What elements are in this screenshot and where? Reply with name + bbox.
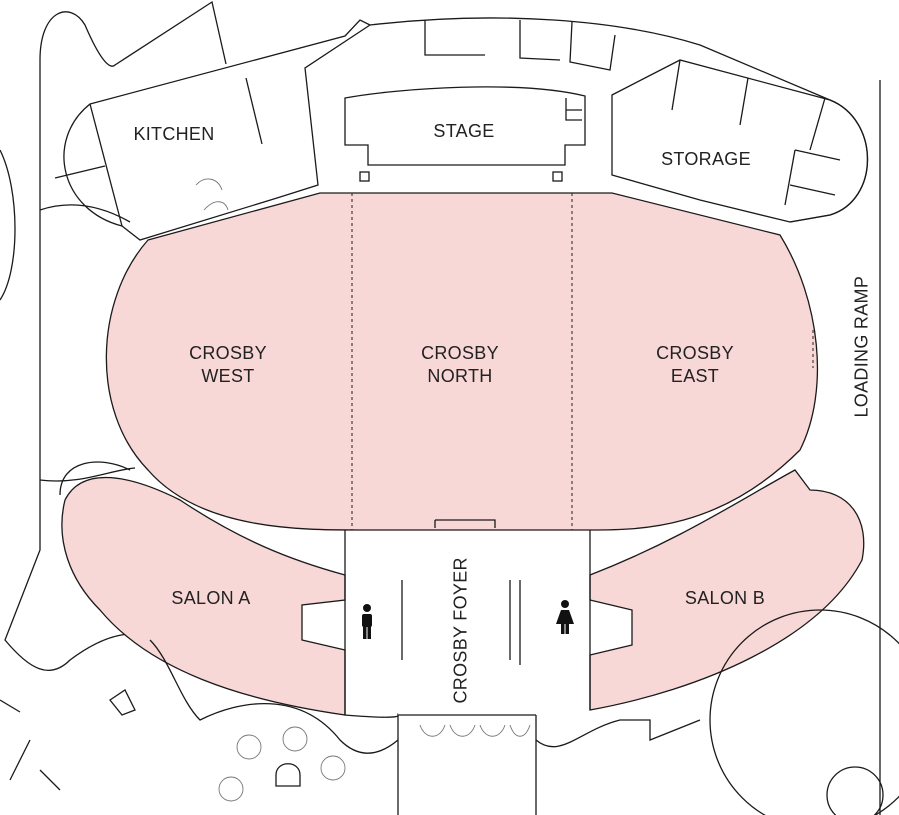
kiosk	[275, 763, 301, 787]
crosby-west-line1: CROSBY	[189, 343, 267, 363]
site-lines-bottom-left	[0, 699, 61, 791]
room-label-salon-a[interactable]: SALON A	[171, 588, 251, 608]
salon-b-shape	[589, 469, 865, 711]
site-outline-top-left	[39, 0, 227, 67]
site-outline-left	[0, 149, 16, 301]
salon-a-outer-curve	[59, 461, 131, 496]
storage-outline	[611, 59, 869, 223]
crosby-west-line2: WEST	[201, 366, 255, 386]
room-label-stage[interactable]: STAGE	[433, 121, 495, 141]
site-circle-right	[709, 609, 899, 815]
round-table-icon	[218, 726, 346, 802]
room-label-crosby-west[interactable]: CROSBY WEST	[178, 342, 278, 388]
stage-column-left	[359, 171, 370, 182]
foyer-alcove	[434, 519, 496, 528]
entrance-doors	[419, 724, 531, 737]
room-label-storage[interactable]: STORAGE	[661, 149, 751, 169]
planter	[109, 689, 136, 716]
garden-outline	[149, 639, 399, 754]
crosby-north-line2: NORTH	[427, 366, 493, 386]
room-label-kitchen[interactable]: KITCHEN	[133, 124, 215, 144]
stage-outline	[344, 86, 586, 166]
kitchen-counter	[245, 77, 263, 145]
stage-column-right	[552, 171, 563, 182]
kitchen-door-icon	[195, 178, 229, 211]
crosby-north-line1: CROSBY	[421, 343, 499, 363]
crosby-east-line1: CROSBY	[656, 343, 734, 363]
womens-restroom-icon	[556, 600, 574, 634]
stage-stairs	[565, 98, 582, 121]
room-label-crosby-north[interactable]: CROSBY NORTH	[410, 342, 510, 388]
room-label-salon-b[interactable]: SALON B	[684, 588, 766, 608]
room-label-crosby-foyer[interactable]: CROSBY FOYER	[450, 557, 471, 704]
foyer-outline	[344, 530, 591, 815]
kitchen-inner-wall	[89, 103, 123, 227]
mens-restroom-icon	[362, 604, 372, 639]
crosby-east-line2: EAST	[670, 366, 720, 386]
service-rooms	[424, 20, 616, 71]
garden-outline-right	[535, 719, 701, 748]
storage-partitions	[671, 59, 841, 206]
restroom-walls	[401, 580, 521, 665]
room-label-crosby-east[interactable]: CROSBY EAST	[645, 342, 745, 388]
kitchen-divider	[54, 165, 106, 179]
kitchen-outline	[63, 19, 372, 241]
room-label-loading-ramp[interactable]: LOADING RAMP	[851, 275, 872, 418]
site-circle-small	[826, 766, 884, 815]
